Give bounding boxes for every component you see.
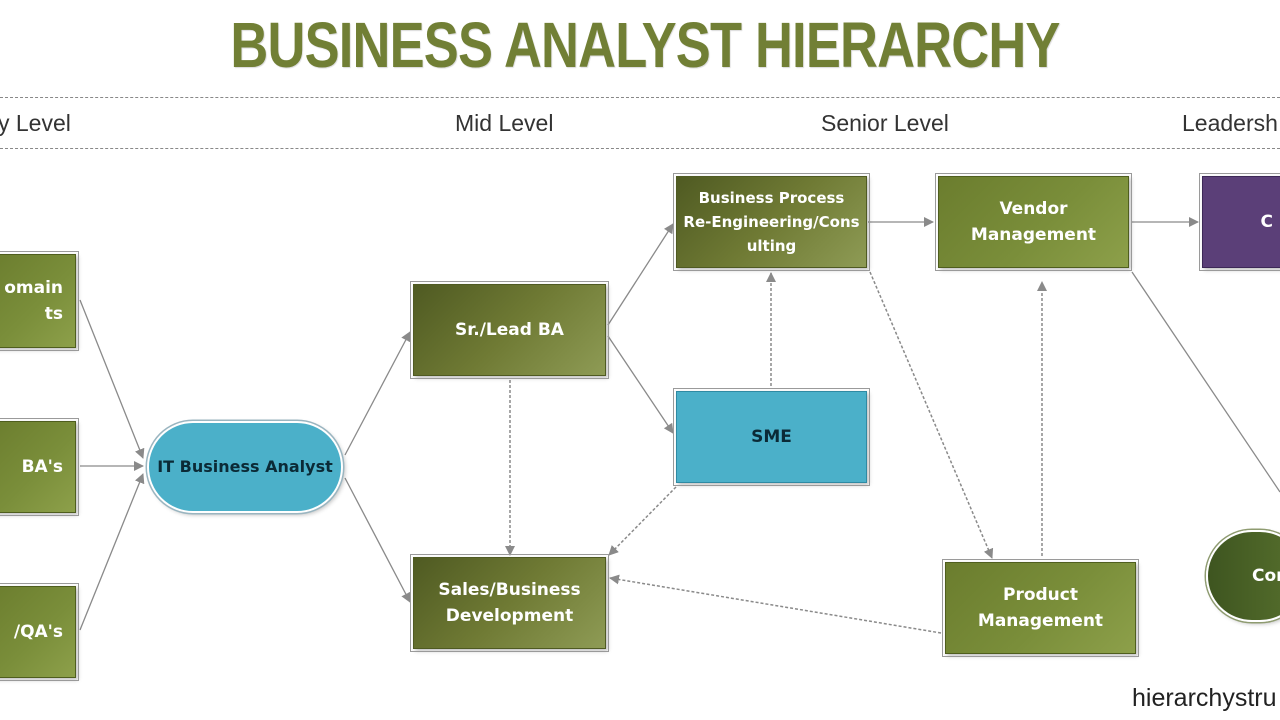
edge-itba-to-srlead (344, 331, 411, 456)
edge-domain-to-itba (79, 299, 145, 459)
top-divider (0, 97, 1280, 98)
edge-product-to-sales (609, 574, 942, 634)
edge-itba-to-sales (344, 477, 411, 603)
node-product-management: Product Management (942, 559, 1139, 657)
edge-srlead-to-bpr (607, 223, 674, 326)
node-domain-experts: omain ts (0, 251, 79, 351)
node-sr-lead-ba: Sr./Lead BA (410, 281, 609, 379)
node-qas: /QA's (0, 583, 79, 681)
bottom-divider (0, 148, 1280, 149)
node-bas: BA's (0, 418, 79, 516)
page-title: BUSINESS ANALYST HIERARCHY (230, 9, 1060, 81)
level-label-senior: Senior Level (821, 110, 949, 136)
level-label-mid: Mid Level (455, 110, 554, 136)
edge-bpr-to-product (869, 271, 994, 559)
node-sme: SME (673, 388, 870, 486)
node-consultant: Cor (1206, 530, 1280, 622)
edge-qas-to-itba (79, 473, 145, 631)
level-label-leadership: Leadersh (1182, 110, 1278, 136)
edge-vendor-to-consultant (1131, 271, 1280, 493)
level-label-entry: y Level (0, 110, 71, 136)
watermark-text: hierarchystru (1132, 684, 1277, 712)
node-sales-business-development: Sales/Business Development (410, 554, 609, 652)
edge-srlead-to-sme (607, 335, 674, 434)
edge-sme-to-sales (608, 486, 677, 556)
node-leadership-top: C (1199, 173, 1280, 271)
node-business-process-reengineering: Business Process Re-Engineering/Cons ult… (673, 173, 870, 271)
node-vendor-management: Vendor Management (935, 173, 1132, 271)
node-it-business-analyst: IT Business Analyst (147, 421, 343, 513)
